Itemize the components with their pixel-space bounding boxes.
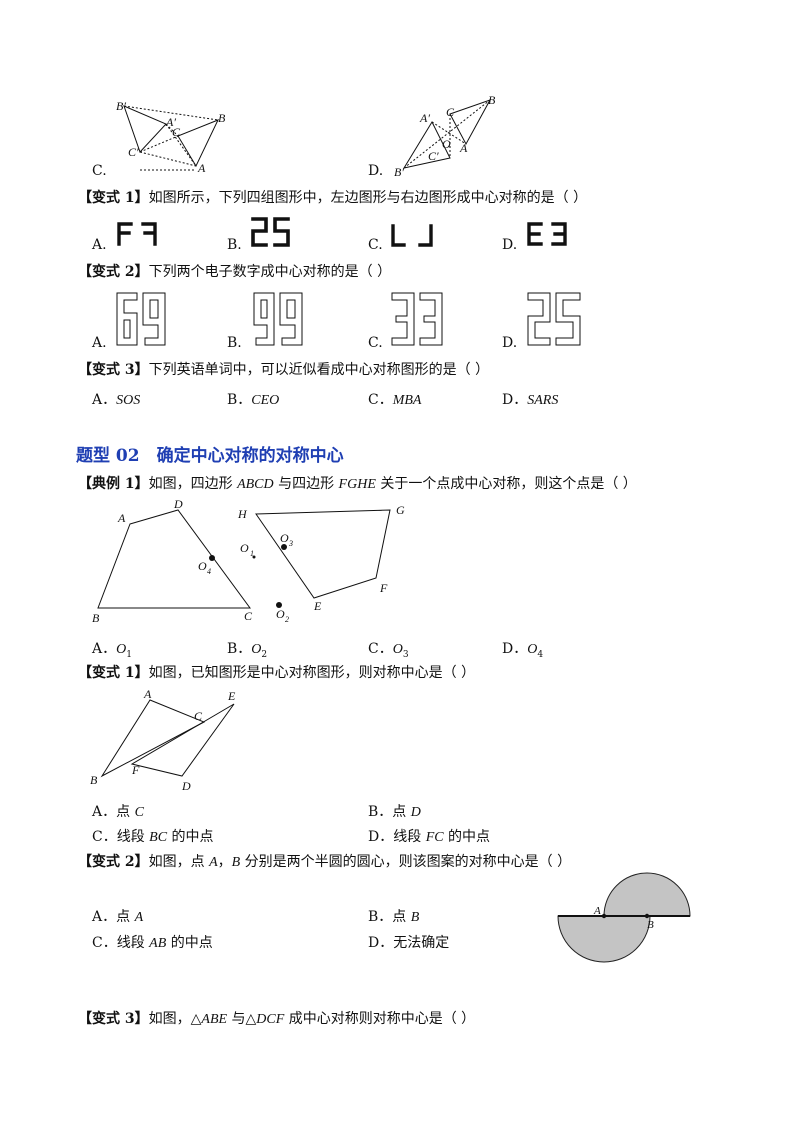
q2-option-c-label: C. [368, 335, 383, 351]
question-variant-2: 【变式 2】下列两个电子数字成中心对称的是（ ） [78, 263, 391, 281]
label-o4: O [198, 559, 207, 573]
q1-option-c-label: C. [368, 237, 383, 253]
example-1: 【典例 1】如图，四边形 ABCD 与四边形 FGHE 关于一个点成中心对称，则… [78, 476, 637, 492]
question-tag: 【变式 1】 [78, 190, 149, 206]
label-a: A [459, 141, 468, 155]
label-a: A [593, 905, 601, 917]
question-tag: 【变式 1】 [78, 665, 149, 681]
v1-option-d: D．线段 FC 的中点 [368, 829, 491, 845]
label-o1: O [240, 541, 249, 555]
v1-option-a: A．点 C [92, 804, 144, 820]
label-c-prime: C′ [128, 145, 139, 159]
label-c-prime: C′ [428, 149, 439, 163]
question-tag: 【典例 1】 [78, 476, 149, 492]
ex1-option-a: A．O1 [92, 641, 132, 660]
svg-text:3: 3 [288, 539, 293, 548]
label-o3: O [280, 531, 289, 545]
label-h: H [237, 507, 248, 521]
option-d-label: D. [368, 163, 384, 179]
q3-option-d: D．SARS [502, 392, 559, 408]
q2-option-b-digits [253, 292, 303, 346]
label-a-prime: A′ [165, 115, 176, 129]
v1-option-c: C．线段 BC 的中点 [92, 829, 214, 845]
label-d: D [181, 779, 191, 792]
v2-option-d: D．无法确定 [368, 935, 450, 951]
question-text: 下列英语单词中，可以近似看成中心对称图形的是（ ） [148, 362, 490, 378]
question-tag: 【变式 2】 [78, 264, 149, 280]
label-b: B [90, 773, 98, 787]
label-a: A [117, 511, 126, 525]
q1-option-d-label: D. [502, 237, 518, 253]
label-c: C [172, 125, 181, 139]
q3-option-c: C．MBA [368, 392, 422, 408]
v2-option-a: A．点 A [92, 909, 144, 925]
q1-option-b-glyph [251, 217, 290, 247]
question-tag: 【变式 2】 [78, 854, 149, 870]
label-a: A [143, 687, 152, 701]
variant-2-figure: A B [557, 872, 691, 963]
q1-option-b-label: B. [227, 237, 242, 253]
question-tag: 【变式 3】 [78, 362, 149, 378]
option-c-label: C. [92, 163, 107, 179]
q1-option-a-glyph [117, 222, 157, 246]
label-c: C [194, 709, 203, 723]
v2-option-b: B．点 B [368, 909, 420, 925]
label-c: C [446, 105, 455, 119]
label-b: B [488, 93, 496, 107]
svg-text:1: 1 [250, 549, 254, 558]
v2-option-c: C．线段 AB 的中点 [92, 935, 213, 951]
label-b-prime: B′ [394, 165, 404, 178]
label-e: E [227, 689, 236, 703]
label-b: B [92, 611, 100, 625]
question-variant-3: 【变式 3】下列英语单词中，可以近似看成中心对称图形的是（ ） [78, 361, 489, 379]
figure-option-d: A′ C B O C′ A B′ [394, 93, 496, 178]
q2-option-a-label: A. [92, 335, 107, 351]
variant-1: 【变式 1】如图，已知图形是中心对称图形，则对称中心是（ ） [78, 665, 476, 681]
q2-option-d-digits [527, 292, 581, 346]
section-heading: 题型 02 确定中心对称的对称中心 [76, 446, 344, 466]
label-o: O [442, 137, 451, 151]
q3-option-a: A．SOS [92, 392, 141, 408]
label-f: F [131, 763, 140, 777]
ex1-option-d: D．O4 [502, 641, 544, 660]
figure-option-c: B′ A′ C C′ B A [116, 99, 226, 175]
variant-3: 【变式 3】如图，△ABE 与△DCF 成中心对称则对称中心是（ ） [78, 1011, 476, 1027]
label-e: E [313, 599, 322, 613]
question-variant-1: 【变式 1】如图所示，下列四组图形中，左边图形与右边图形成中心对称的是（ ） [78, 189, 587, 207]
q2-option-b-label: B. [227, 335, 242, 351]
question-text: 下列两个电子数字成中心对称的是（ ） [148, 264, 392, 280]
label-o2: O [276, 607, 285, 621]
label-a: A [197, 161, 206, 175]
v1-option-b: B．点 D [368, 804, 421, 820]
label-g: G [396, 503, 405, 517]
label-b: B [218, 111, 226, 125]
q3-option-b: B．CEO [227, 392, 280, 408]
label-f: F [379, 581, 388, 595]
q1-option-c-glyph [391, 224, 433, 247]
question-tag: 【变式 3】 [78, 1011, 149, 1027]
q2-option-a-digits [116, 292, 166, 346]
label-b: B [647, 919, 654, 931]
ex1-option-c: C．O3 [368, 641, 409, 660]
label-b-prime: B′ [116, 99, 126, 113]
label-a-prime: A′ [419, 111, 430, 125]
variant-2: 【变式 2】如图，点 A，B 分别是两个半圆的圆心，则该图案的对称中心是（ ） [78, 854, 572, 870]
label-d: D [173, 497, 183, 511]
q2-option-d-label: D. [502, 335, 518, 351]
svg-text:2: 2 [285, 615, 289, 624]
ex1-option-b: B．O2 [227, 641, 268, 660]
svg-text:4: 4 [207, 567, 211, 576]
q1-option-d-glyph [527, 222, 567, 246]
question-text: 如图所示，下列四组图形中，左边图形与右边图形成中心对称的是（ ） [148, 190, 588, 206]
label-c: C [244, 609, 253, 623]
variant-1-figure: A C E B F D [90, 687, 236, 792]
q1-option-a-label: A. [92, 237, 107, 253]
q2-option-c-digits [391, 292, 443, 346]
